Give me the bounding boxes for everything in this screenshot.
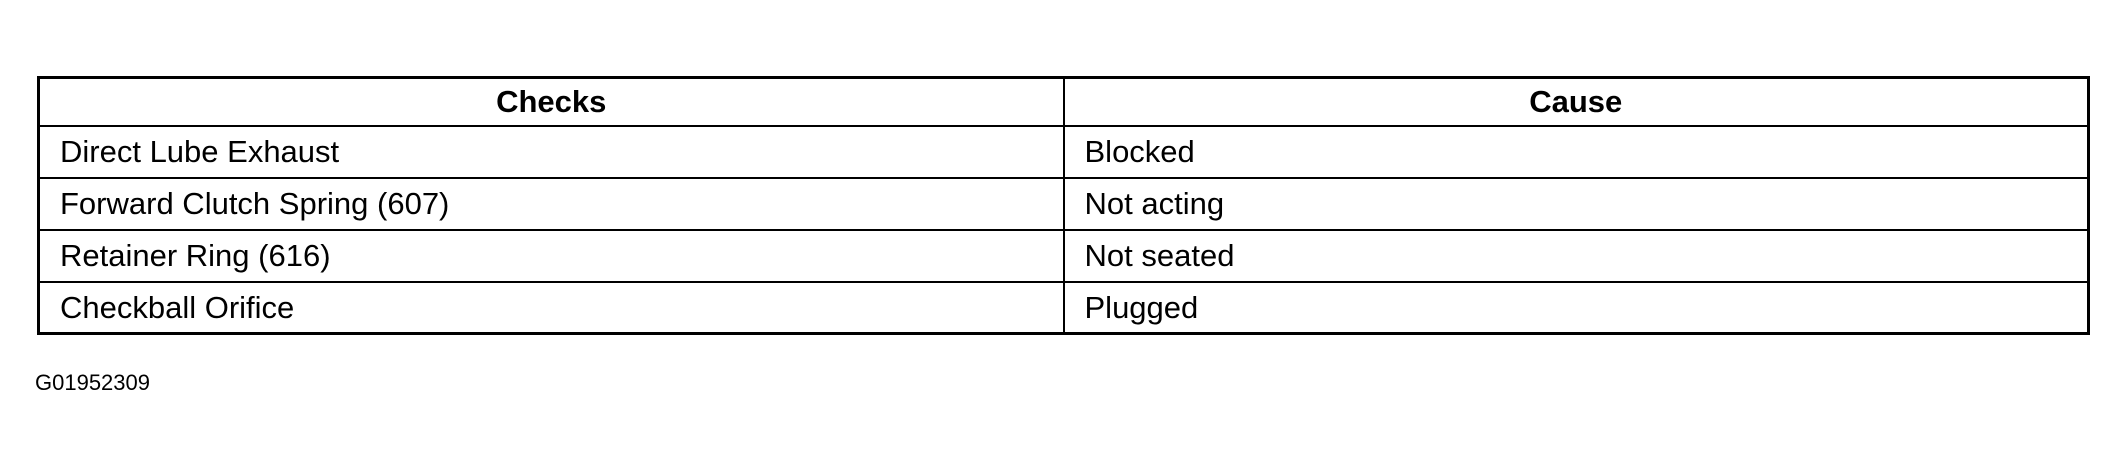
check-cell: Retainer Ring (616): [37, 228, 1065, 283]
check-cell: Direct Lube Exhaust: [37, 124, 1065, 179]
check-cell: Forward Clutch Spring (607): [37, 176, 1065, 231]
column-header-checks: Checks: [37, 76, 1065, 127]
checks-cause-table: Checks Cause Direct Lube Exhaust Blocked…: [37, 76, 2090, 335]
cause-cell: Blocked: [1062, 124, 2090, 179]
table-row: Checkball Orifice Plugged: [37, 280, 2090, 335]
cause-cell: Not seated: [1062, 228, 2090, 283]
table-header-row: Checks Cause: [37, 76, 2090, 127]
check-cell: Checkball Orifice: [37, 280, 1065, 335]
column-header-cause: Cause: [1062, 76, 2090, 127]
figure-id: G01952309: [35, 370, 150, 395]
table-row: Retainer Ring (616) Not seated: [37, 228, 2090, 283]
cause-cell: Not acting: [1062, 176, 2090, 231]
cause-cell: Plugged: [1062, 280, 2090, 335]
table-row: Forward Clutch Spring (607) Not acting: [37, 176, 2090, 231]
table-row: Direct Lube Exhaust Blocked: [37, 124, 2090, 179]
